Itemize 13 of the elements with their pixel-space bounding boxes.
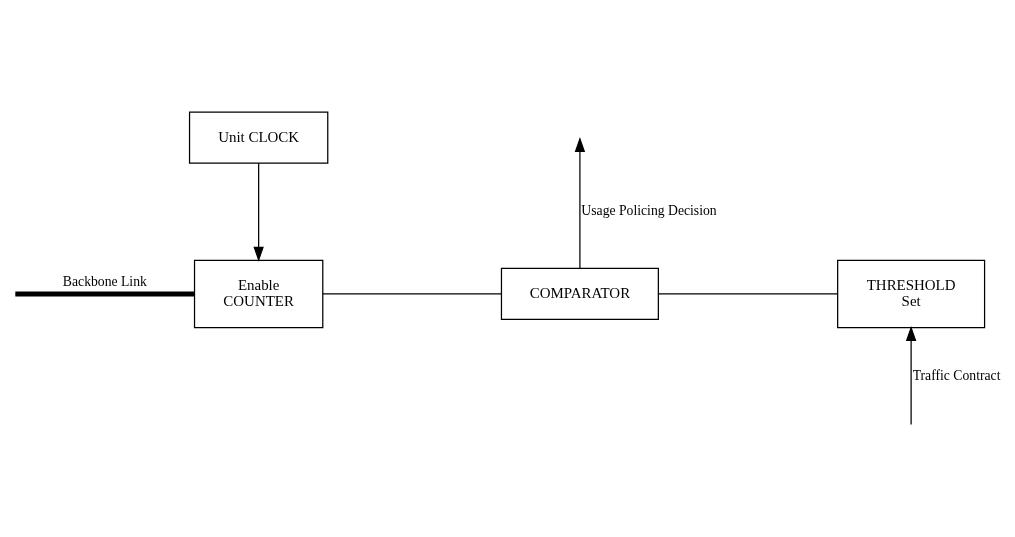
connector xyxy=(657,292,838,295)
arrow xyxy=(252,162,264,262)
edge-label: Traffic Contract xyxy=(912,367,1000,383)
edge-label: Backbone Link xyxy=(62,273,147,289)
arrow xyxy=(574,136,585,269)
connector xyxy=(14,290,194,296)
connector xyxy=(321,292,502,295)
node-box: COMPARATOR xyxy=(500,267,659,320)
node-box: Enable COUNTER xyxy=(193,259,323,328)
node-box: Unit CLOCK xyxy=(188,111,328,164)
edge-label: Usage Policing Decision xyxy=(580,202,717,218)
arrow xyxy=(905,325,916,425)
node-box: THRESHOLD Set xyxy=(836,259,985,328)
